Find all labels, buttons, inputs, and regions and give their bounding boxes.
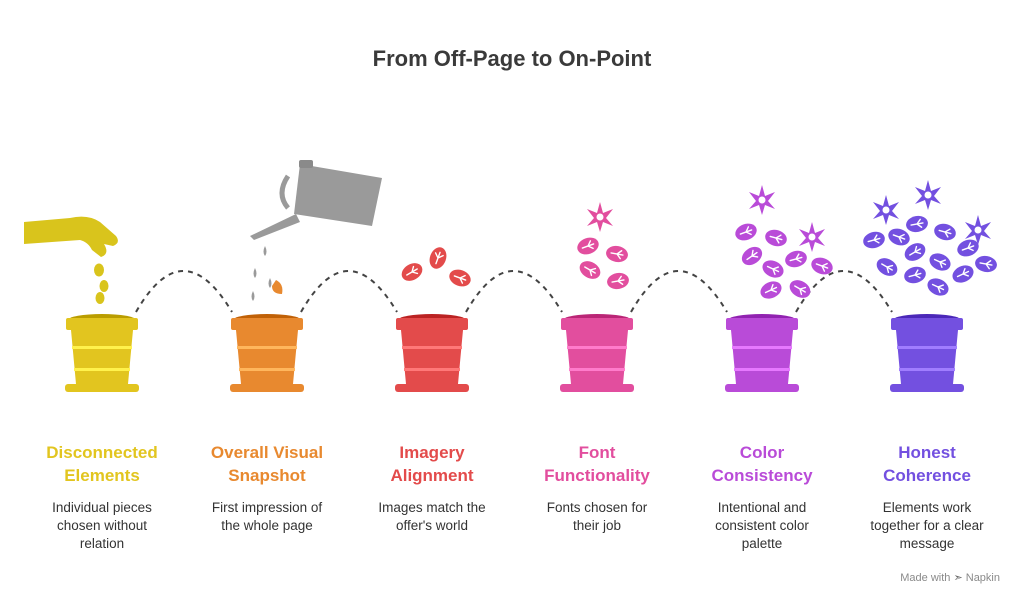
flower-pot-icon [230, 314, 304, 392]
stage-heading-line: Overall Visual [210, 443, 324, 462]
stage-description-line: palette [741, 536, 783, 551]
stage-heading-line: Font [578, 443, 616, 462]
stage-description-line: consistent color [715, 518, 809, 533]
stage-description-line: offer's world [395, 518, 469, 533]
napkin-logo-icon: ➣ [953, 572, 963, 584]
napkin-brand: Napkin [965, 572, 1000, 584]
stage-heading-line: Color [739, 443, 785, 462]
connector-arcs [135, 270, 893, 313]
stage-description: First impression of the whole page [192, 499, 342, 535]
flowering-plant-icon [732, 185, 836, 303]
stage-description: Elements work together for a clear message [852, 499, 1002, 553]
stage-description-line: relation [79, 536, 125, 551]
connector-arc [135, 270, 233, 313]
stage-heading-line: Coherence [883, 466, 971, 485]
stage-description-line: First impression of [211, 500, 323, 515]
stage-heading-line: Imagery [399, 443, 465, 462]
connector-arc [465, 270, 563, 313]
flower-pot-icon [725, 314, 799, 392]
flower-pot-icon [395, 314, 469, 392]
stage-description-line: together for a clear [870, 518, 984, 533]
stage-heading-line: Elements [64, 466, 140, 485]
pots-row [65, 314, 964, 392]
stage-description: Images match the offer's world [357, 499, 507, 535]
stage-heading-line: Functionality [544, 466, 650, 485]
connector-arc [300, 270, 398, 313]
footer-attribution: Made with ➣ Napkin [900, 571, 1000, 584]
stage-description-line: Images match the [378, 500, 486, 515]
stage-description-line: their job [572, 518, 622, 533]
stage-heading-line: Honest [898, 443, 956, 462]
stage-heading-line: Consistency [711, 466, 813, 485]
flower-leaves-icon [574, 202, 631, 292]
connector-arc [795, 270, 893, 313]
stage-heading-line: Alignment [390, 466, 474, 485]
stage-description-line: the whole page [221, 518, 313, 533]
flower-pot-icon [65, 314, 139, 392]
sprout-leaves-icon [397, 244, 474, 290]
flower-pot-icon [560, 314, 634, 392]
stage-heading-line: Disconnected [46, 443, 158, 462]
hand-dropping-seeds-icon [24, 216, 118, 304]
stage-description-line: chosen without [56, 518, 148, 533]
made-with-label: Made with [900, 572, 951, 584]
page-title: From Off-Page to On-Point [372, 46, 652, 71]
stage-description-line: Elements work [882, 500, 972, 515]
stage-description: Individual pieces chosen without relation [27, 499, 177, 553]
stage-description-line: message [899, 536, 955, 551]
stage-description-line: Intentional and [717, 500, 807, 515]
flower-pot-icon [890, 314, 964, 392]
stage-description: Intentional and consistent color palette [687, 499, 837, 553]
stage-description: Fonts chosen for their job [522, 499, 672, 535]
watering-can-icon [250, 160, 382, 301]
stage-description-line: Fonts chosen for [546, 500, 648, 515]
stage-heading-line: Snapshot [228, 466, 306, 485]
full-bloom-plant-icon [860, 180, 999, 300]
connector-arc [630, 270, 728, 313]
stage-description-line: Individual pieces [52, 500, 152, 515]
